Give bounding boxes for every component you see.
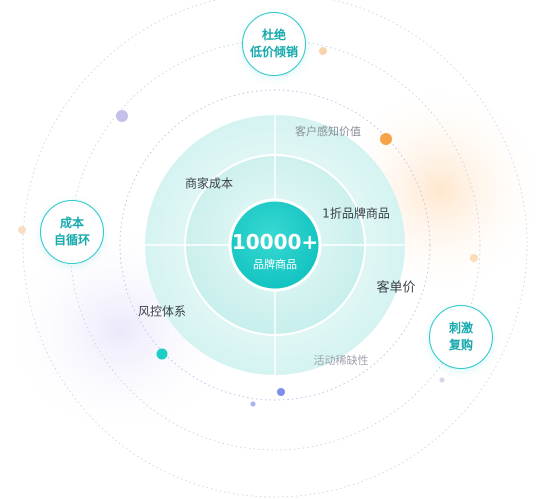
orbit-ring-outer xyxy=(22,0,528,498)
core-disk xyxy=(228,198,322,292)
badge-repurchase-line2: 复购 xyxy=(448,338,473,352)
center-title: 10000+ xyxy=(231,230,319,254)
grey-dot xyxy=(439,377,445,383)
orbit-ring-3 xyxy=(119,89,431,401)
badge-anti-dumping: 杜绝 低价倾销 xyxy=(242,12,306,76)
quadrant-label-order-value: 客单价 xyxy=(376,280,416,296)
badge-anti-dumping-line2: 低价倾销 xyxy=(249,45,298,59)
left-dot xyxy=(18,226,26,234)
badge-repurchase: 刺激 复购 xyxy=(429,305,493,369)
ring-label-perceived-value: 客户感知价值 xyxy=(295,125,361,138)
blue-dot xyxy=(277,388,285,396)
quadrant-label-merchant-cost: 商家成本 xyxy=(184,176,234,191)
orange-dot xyxy=(380,133,392,145)
badge-cost-cycle-line1: 成本 xyxy=(59,216,84,230)
purple-dot xyxy=(116,110,128,122)
orange-dot-right xyxy=(470,254,478,262)
teal-dot xyxy=(156,348,168,360)
quadrant-label-risk-control: 风控体系 xyxy=(137,304,187,319)
badge-cost-cycle: 成本 自循环 xyxy=(40,200,104,264)
ring-label-scarcity: 活动稀缺性 xyxy=(313,354,369,367)
quadrant-label-brand-goods: 1折品牌商品 xyxy=(322,206,390,221)
badge-cost-cycle-line2: 自循环 xyxy=(53,233,90,247)
badge-repurchase-line1: 刺激 xyxy=(448,321,473,335)
orange-dot-small xyxy=(319,47,327,55)
badge-anti-dumping-line1: 杜绝 xyxy=(261,28,286,42)
center-subtitle: 品牌商品 xyxy=(253,258,297,271)
blue-dot-small xyxy=(250,401,256,407)
